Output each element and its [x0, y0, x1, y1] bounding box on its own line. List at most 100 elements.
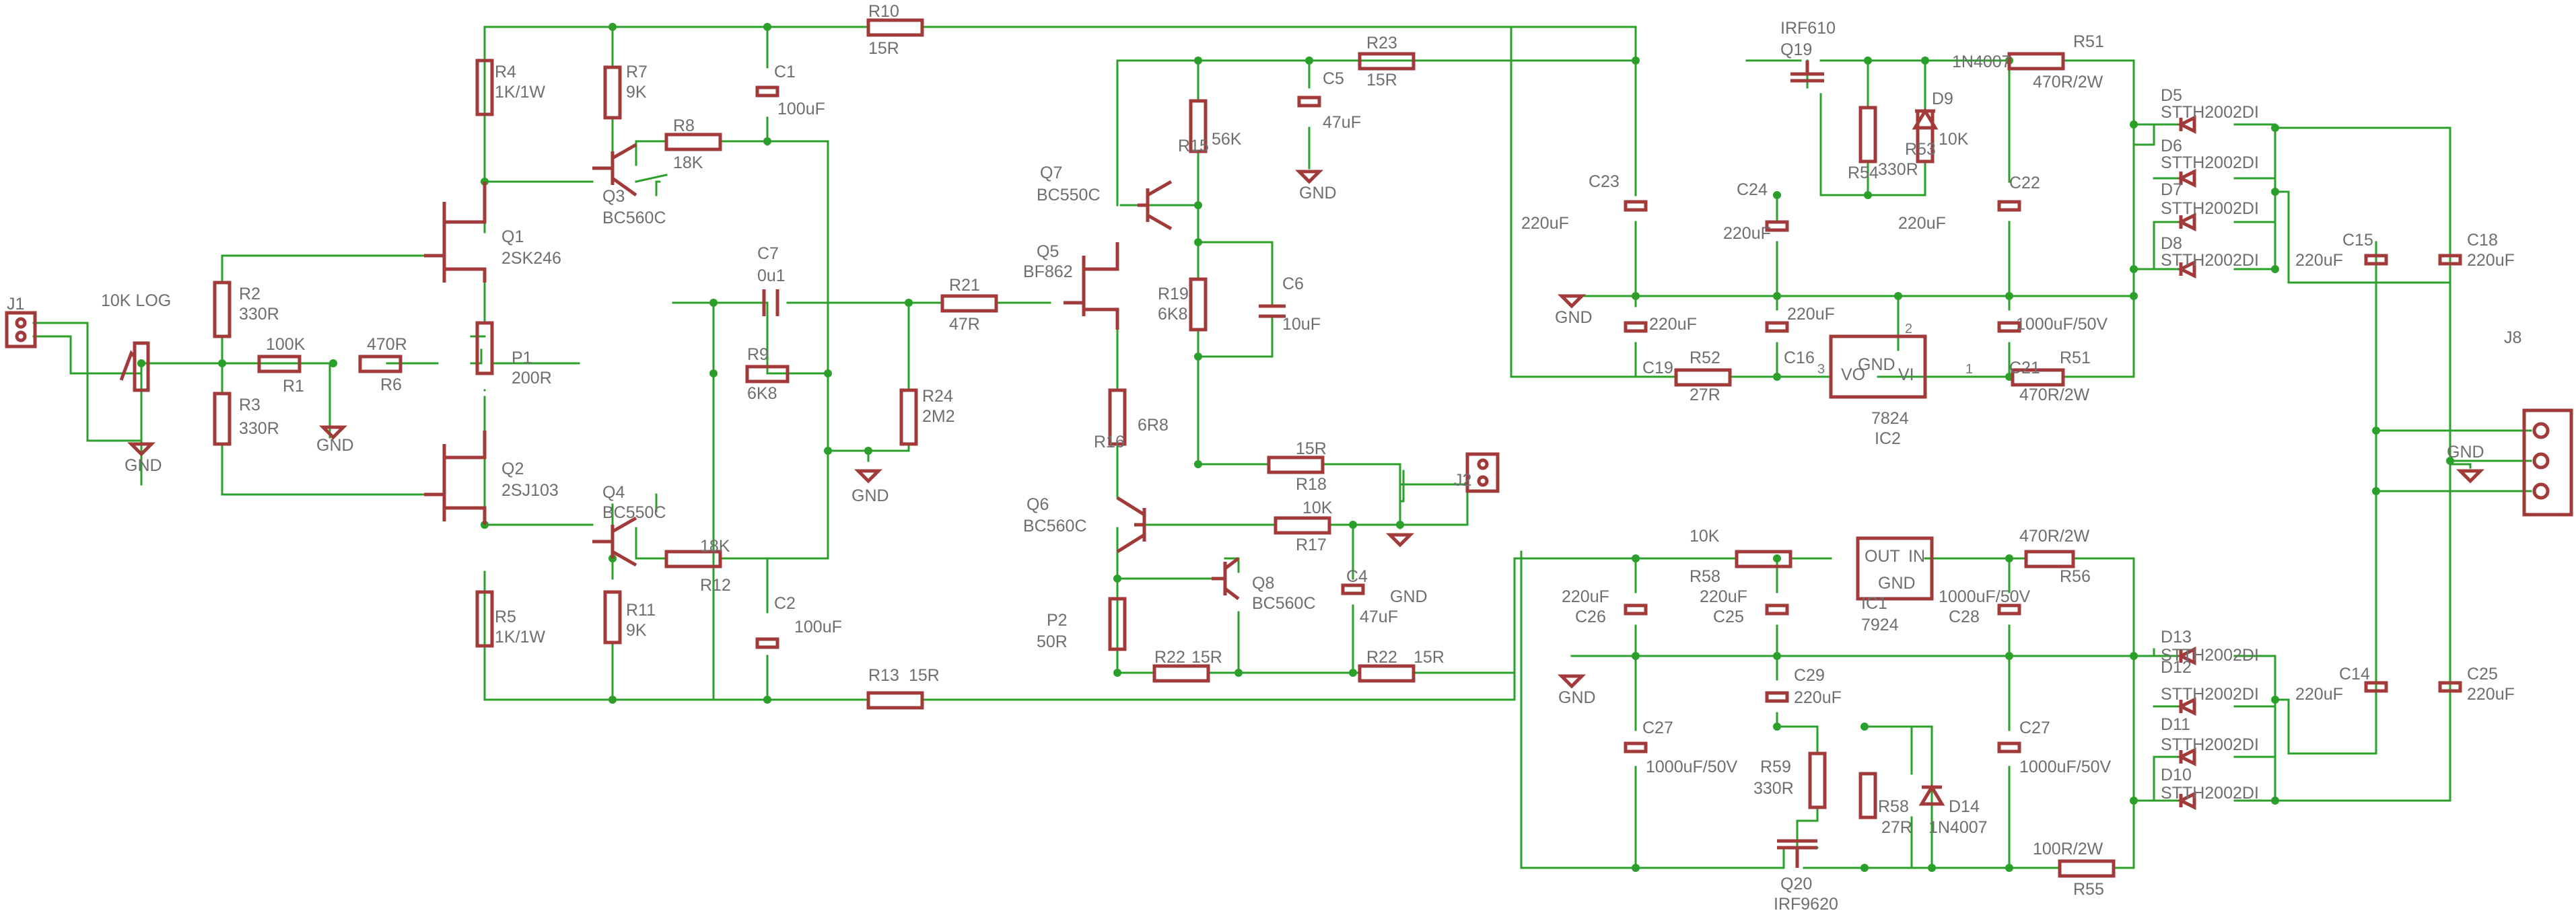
label-d5-value: STTH2002DI	[2161, 103, 2259, 122]
label-c29-value: 220uF	[1794, 688, 1842, 707]
label-c2-value: 100uF	[794, 618, 842, 636]
resistor-r57	[1735, 550, 1792, 568]
label-c19-ref: C21	[2009, 359, 2040, 377]
resistor-r8	[664, 133, 722, 151]
label-q5-value: BF862	[1023, 262, 1073, 281]
label-c21-ref: C23	[1589, 172, 1620, 191]
capacitor-c2	[755, 637, 779, 649]
label-d11-value: STTH2002DI	[2161, 735, 2259, 754]
label-r7-value: 9K	[626, 83, 647, 102]
connector-j1	[5, 311, 37, 348]
label-r12-value: 18K	[700, 537, 730, 556]
label-r4-value: 1K/1W	[495, 83, 545, 102]
label-q20-ref: Q20	[1780, 875, 1812, 893]
label-c17-value: 220uF	[1649, 315, 1697, 334]
label-r1-value: 100K	[266, 335, 306, 354]
label-r9-ref: R9	[747, 345, 769, 364]
label-r23-value: 15R	[1366, 71, 1397, 89]
resistor-r51	[2011, 368, 2065, 387]
label-d13-ref: D13	[2161, 628, 2192, 647]
resistor-r3	[213, 392, 232, 446]
label-c4-ref: C4	[1346, 567, 1368, 586]
resistor-r27	[2007, 52, 2065, 71]
capacitor-c5	[1297, 96, 1321, 108]
gnd-label-c5: GND	[1299, 184, 1337, 203]
label-c18-value: 220uF	[2467, 251, 2515, 270]
label-ic2-value: 7824	[1871, 409, 1909, 428]
label-d6-ref: D6	[2161, 137, 2182, 155]
label-r19-ref: R19	[1158, 285, 1189, 303]
label-ic1-gnd: GND	[1878, 574, 1916, 593]
label-r11-value: 9K	[626, 621, 647, 640]
label-r56-value: 470R/2W	[2019, 527, 2090, 546]
gnd-label-bottom: GND	[1558, 688, 1596, 707]
trimmer-p2	[1108, 597, 1127, 651]
resistor-r13	[866, 691, 924, 710]
pin-ic2-2: 2	[1905, 322, 1912, 336]
label-r12-ref: R12	[700, 576, 731, 595]
regulator-ic2	[1829, 334, 1927, 399]
label-r4-ref: R4	[495, 63, 516, 81]
label-r22-value: 15R	[1414, 648, 1444, 667]
label-r18-value: 15R	[1296, 439, 1327, 458]
resistor-r54	[1858, 106, 1877, 163]
label-c6-ref: C6	[1282, 274, 1304, 293]
gnd-label-input: GND	[125, 456, 162, 475]
resistor-r4	[475, 59, 494, 116]
label-q2-value: 2SJ103	[501, 481, 559, 500]
capacitor-c25	[2438, 681, 2462, 693]
label-j2: J2	[1454, 471, 1471, 490]
label-r5-ref: R5	[495, 608, 516, 626]
label-d8-ref: D8	[2161, 234, 2182, 253]
label-r52-ref: R52	[1690, 348, 1720, 367]
label-r24-ref: R24	[922, 387, 953, 406]
label-ic1-ref: IC1	[1861, 594, 1887, 613]
label-c1-value: 100uF	[777, 100, 825, 118]
label-r27-value: 470R/2W	[2033, 73, 2103, 91]
label-d12-value: STTH2002DI	[2161, 685, 2259, 704]
gnd-label-j8: GND	[2447, 443, 2484, 462]
label-q8-ref: Q8	[1252, 574, 1274, 593]
resistor-r2	[213, 281, 232, 338]
label-ic2-vi: VI	[1898, 365, 1914, 384]
label-ic1-in: IN	[1908, 547, 1925, 566]
label-c21-value: 220uF	[1521, 214, 1569, 233]
resistor-r7	[603, 65, 622, 120]
gnd-label-top: GND	[1555, 308, 1593, 327]
label-c2-ref: C2	[774, 594, 796, 613]
label-r59-ref: R59	[1760, 758, 1791, 776]
label-r58-value: 27R	[1881, 818, 1912, 837]
label-c1-ref: C1	[774, 63, 796, 81]
trimmer-p1	[475, 321, 494, 375]
label-c25-value: 220uF	[2467, 685, 2515, 704]
label-r16-ref: R16	[1094, 433, 1125, 451]
pin-ic2-1: 1	[1965, 362, 1973, 377]
label-d11-ref: D11	[2161, 715, 2190, 734]
label-r11-ref: R11	[626, 601, 656, 620]
label-r20-value: 47R	[949, 315, 980, 334]
label-d7-ref: D7	[2161, 180, 2182, 199]
label-c22-value: 220uF	[1723, 224, 1771, 243]
capacitor-c26	[1997, 603, 2021, 616]
resistor-r52	[1674, 368, 1732, 387]
label-q8-value: BC560C	[1252, 594, 1316, 613]
resistor-r58	[1858, 772, 1877, 819]
label-r53-ref: R53	[1905, 140, 1936, 159]
label-c15-ref: C15	[2342, 231, 2373, 250]
label-c27-ref: C27	[2019, 719, 2050, 737]
label-r8-ref: R8	[673, 116, 695, 135]
label-q1-value: 2SK246	[501, 249, 561, 268]
resistor-r21	[1152, 664, 1210, 683]
label-c14-value: 220uF	[2295, 685, 2343, 704]
label-c19-value: 1000uF/50V	[2016, 315, 2108, 334]
label-r27-ref: R51	[2073, 32, 2104, 51]
capacitor-c7	[762, 289, 779, 316]
label-r6-value: 470R	[367, 335, 407, 354]
label-d12-ref: D12	[2161, 658, 2192, 677]
label-p1-value: 200R	[512, 369, 552, 388]
label-j8: J8	[2504, 328, 2521, 347]
connector-j8	[2522, 408, 2573, 517]
label-r22-ref: R22	[1366, 648, 1397, 667]
label-r10-ref: R10	[868, 2, 899, 21]
label-r54-ref: R54	[1848, 163, 1879, 182]
